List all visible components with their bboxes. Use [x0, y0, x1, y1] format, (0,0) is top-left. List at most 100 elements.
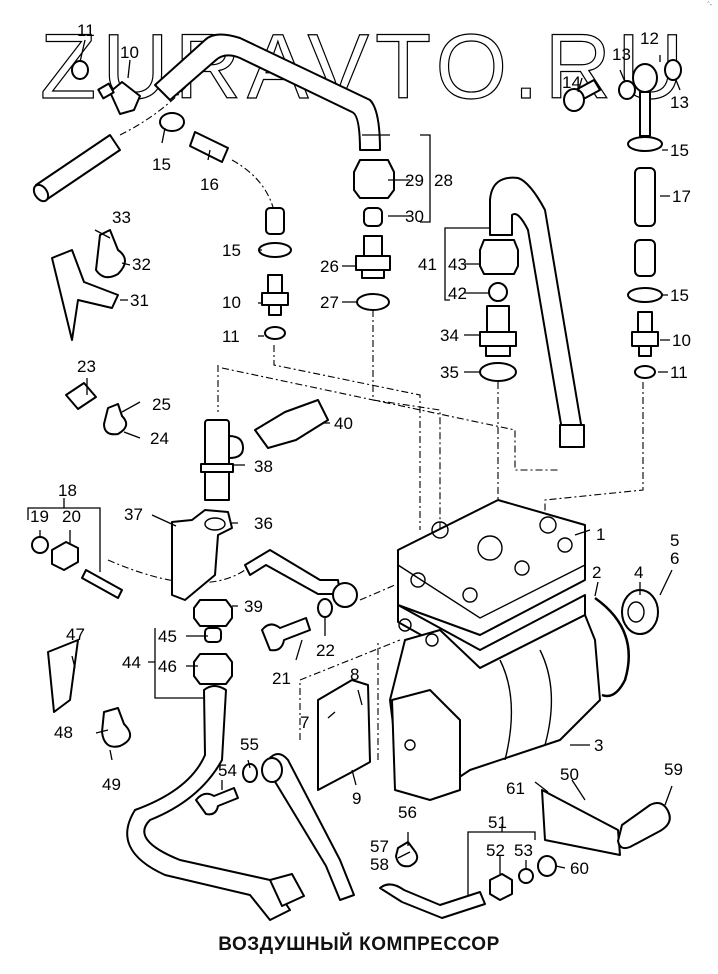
- part-54-bolt: [195, 787, 239, 816]
- part-34-union: [479, 305, 517, 357]
- part-36-bracket: [171, 509, 233, 601]
- part-12-stem: [639, 91, 651, 137]
- part-10-top-left: [97, 81, 141, 115]
- part-50-bracket: [541, 789, 621, 856]
- hose-44: [126, 685, 291, 921]
- callout-37: 37: [124, 505, 143, 524]
- callout-7: 7: [300, 713, 309, 732]
- callout-10c: 10: [672, 331, 691, 350]
- callout-15b: 15: [222, 241, 241, 260]
- callout-13b: 13: [670, 93, 689, 112]
- leader-lines: [27, 39, 681, 895]
- callout-49: 49: [102, 775, 121, 794]
- part-4-gear: [621, 589, 659, 635]
- part-13-washer-a: [618, 80, 636, 100]
- part-40-adapter: [254, 399, 329, 449]
- part-35-washer: [479, 362, 517, 382]
- callout-5: 5: [670, 531, 679, 550]
- part-38-tee: [200, 419, 244, 501]
- part-18-tube: [81, 569, 123, 599]
- part-39-nut: [193, 599, 233, 627]
- hose-44-nut: [269, 873, 305, 907]
- watermark-text: ZURAVTO.RU: [40, 16, 690, 110]
- callout-30: 30: [405, 207, 424, 226]
- callout-19: 19: [30, 507, 49, 526]
- callout-47: 47: [66, 625, 85, 644]
- banjo-eye: [332, 582, 358, 608]
- callout-10b: 10: [222, 293, 241, 312]
- callout-12: 12: [640, 29, 659, 48]
- part-48-clamp: [101, 707, 131, 748]
- callout-36: 36: [254, 514, 273, 533]
- callout-23: 23: [77, 357, 96, 376]
- callout-33: 33: [112, 208, 131, 227]
- part-21-bolt: [261, 617, 311, 652]
- part-17-hose-b: [634, 239, 656, 277]
- callout-54: 54: [218, 761, 237, 780]
- callout-42: 42: [448, 284, 467, 303]
- callout-38: 38: [254, 457, 273, 476]
- callout-60: 60: [570, 859, 589, 878]
- callout-15c: 15: [670, 141, 689, 160]
- part-15-clamp-b: [258, 242, 292, 258]
- callout-52: 52: [486, 841, 505, 860]
- part-10-sensor-right: [631, 311, 659, 357]
- part-15-clamp-c: [627, 136, 663, 152]
- callout-28: 28: [434, 171, 453, 190]
- callout-8: 8: [350, 665, 359, 684]
- part-47-bracket: [47, 639, 79, 713]
- callout-21: 21: [272, 669, 291, 688]
- callout-4: 4: [634, 563, 643, 582]
- callout-24: 24: [150, 429, 169, 448]
- part-2-oring: [594, 596, 630, 698]
- callout-46: 46: [158, 657, 177, 676]
- callout-31: 31: [130, 291, 149, 310]
- callout-34: 34: [440, 326, 459, 345]
- pipe-28: [154, 33, 381, 151]
- callout-51: 51: [488, 813, 507, 832]
- callout-15: 15: [152, 155, 171, 174]
- callout-59: 59: [664, 760, 683, 779]
- callout-50: 50: [560, 765, 579, 784]
- part-53-sleeve: [518, 868, 534, 884]
- callout-6: 6: [670, 549, 679, 568]
- part-17-hose: [634, 167, 656, 227]
- callout-16: 16: [200, 175, 219, 194]
- part-55-washer: [242, 763, 258, 783]
- part-15-clamp-d: [627, 287, 663, 303]
- part-46-nut: [193, 653, 233, 685]
- part-23-fitting: [65, 382, 97, 410]
- part-31-bracket: [51, 249, 119, 341]
- callout-13a: 13: [612, 45, 631, 64]
- callout-9: 9: [352, 789, 361, 808]
- part-12-banjo: [632, 63, 658, 93]
- part-32-clamp: [95, 229, 126, 279]
- part-15-clamp: [159, 112, 185, 132]
- callout-27: 27: [320, 293, 339, 312]
- callout-numbers: 11 10 15 16 33 32 31 15 10 11 29 28 30 2…: [30, 21, 691, 878]
- part-22-washer: [317, 598, 333, 618]
- callout-3: 3: [594, 736, 603, 755]
- callout-11c: 11: [670, 363, 688, 382]
- alignment-lines: [107, 69, 644, 760]
- callout-61: 61: [506, 779, 525, 798]
- callout-17: 17: [672, 187, 691, 206]
- pipe-banjo: [244, 549, 341, 595]
- part-27-washer: [356, 293, 390, 311]
- callout-15d: 15: [670, 286, 689, 305]
- callout-35: 35: [440, 363, 459, 382]
- callout-10: 10: [120, 43, 139, 62]
- callout-57: 57: [370, 837, 389, 856]
- part-11-washer: [71, 60, 89, 80]
- part-11-washer-b: [264, 326, 286, 340]
- corner-mark: ˆ-: [707, 2, 712, 9]
- callout-39: 39: [244, 597, 263, 616]
- pipe-41: [489, 176, 583, 431]
- part-43-nut: [479, 239, 519, 275]
- part-16-hose: [189, 131, 229, 163]
- callout-2: 2: [592, 563, 601, 582]
- part-45-sleeve: [204, 627, 222, 643]
- part-7-bracket: [317, 679, 371, 791]
- hose-stub: [265, 207, 285, 235]
